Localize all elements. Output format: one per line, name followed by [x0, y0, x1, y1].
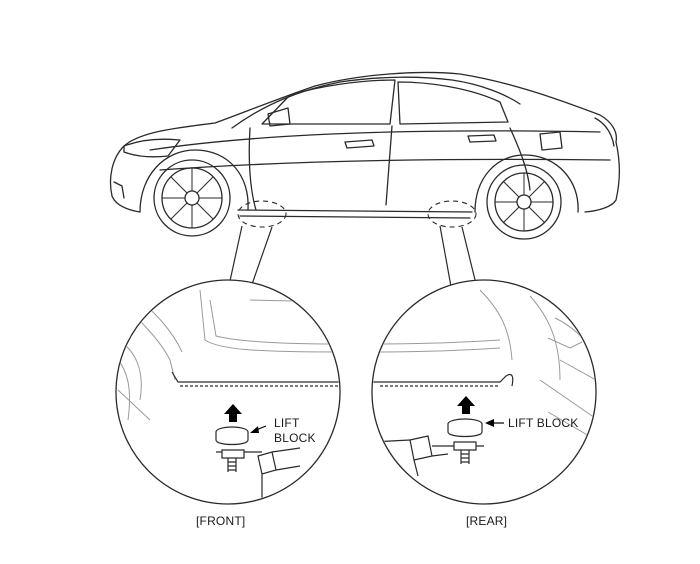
rear-up-arrow-icon: [457, 396, 475, 414]
front-pointer-arrow-icon: [250, 425, 267, 433]
front-up-arrow-icon: [224, 404, 242, 422]
rear-detail-view: [371, 279, 597, 505]
front-lift-block: [215, 426, 262, 472]
front-caption: [FRONT]: [196, 514, 246, 528]
front-lift-block-label-line1: LIFT: [274, 416, 300, 430]
front-detail-view: [115, 279, 341, 505]
rear-lift-point-callout: [427, 200, 477, 228]
rear-lift-block-label: LIFT BLOCK: [508, 416, 579, 430]
rear-pointer-arrow-icon: [485, 419, 504, 427]
car-side-view: [109, 71, 621, 240]
front-lift-block-label-line2: BLOCK: [274, 431, 316, 445]
front-leader-line: [227, 225, 273, 291]
leader-lines: [227, 225, 479, 293]
lift-point-callouts: [237, 200, 477, 228]
rear-caption: [REAR]: [466, 514, 508, 528]
rear-lift-block: [432, 418, 484, 464]
front-lift-point-callout: [237, 200, 287, 228]
